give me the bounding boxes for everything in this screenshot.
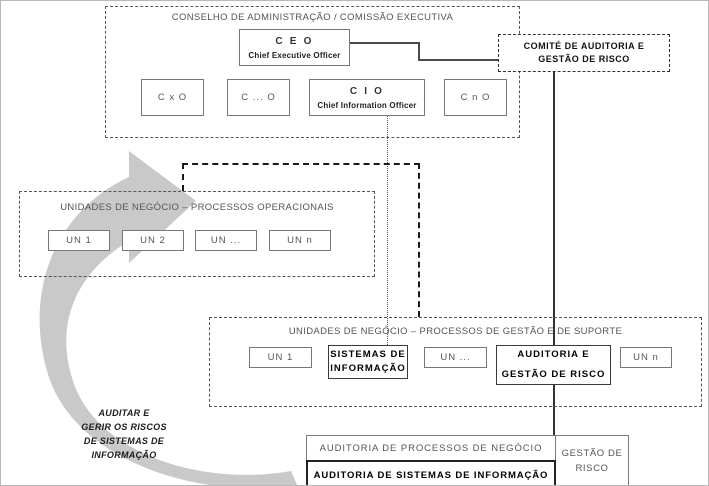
box-cio[interactable]: C I O Chief Information Officer: [309, 79, 425, 116]
cdotso-label: C ... O: [241, 92, 276, 103]
connector-committee-spine: [553, 72, 555, 435]
row-si-label: AUDITORIA DE SISTEMAS DE INFORMAÇÃO: [313, 469, 549, 481]
unx-op-label: UN ...: [210, 235, 242, 246]
box-un-1-suporte[interactable]: UN 1: [249, 347, 312, 368]
box-un-2-operacional[interactable]: UN 2: [122, 230, 184, 251]
un1-op-label: UN 1: [66, 235, 92, 246]
un2-op-label: UN 2: [140, 235, 166, 246]
ceo-title: C E O: [275, 35, 314, 47]
arrow-caption: AUDITAR E GERIR OS RISCOS DE SISTEMAS DE…: [58, 407, 190, 463]
connector-board-bus-horizontal: [182, 163, 420, 165]
ceo-subtitle: Chief Executive Officer: [248, 50, 341, 60]
box-cdotso[interactable]: C ... O: [227, 79, 290, 116]
row-auditoria-sistemas-informacao[interactable]: AUDITORIA DE SISTEMAS DE INFORMAÇÃO: [306, 460, 556, 485]
cxo-label: C x O: [157, 92, 188, 103]
box-un-n-suporte[interactable]: UN n: [620, 347, 672, 368]
box-comite-auditoria[interactable]: COMITÉ DE AUDITORIA E GESTÃO DE RISCO: [498, 34, 670, 72]
arrow-caption-line1: AUDITAR E: [98, 408, 150, 418]
cell-gestao-de-risco[interactable]: GESTÃO DE RISCO: [556, 435, 629, 485]
connector-cio-to-sistemas: [387, 116, 388, 349]
box-cxo[interactable]: C x O: [141, 79, 204, 116]
arrow-caption-line2: GERIR OS RISCOS: [81, 421, 167, 432]
group-conselho-title: CONSELHO DE ADMINISTRAÇÃO / COMISSÃO EXE…: [171, 12, 454, 23]
gestao-line1: GESTÃO DE: [561, 447, 623, 459]
row-negocio-label: AUDITORIA DE PROCESSOS DE NEGÓCIO: [319, 442, 543, 454]
cio-title: C I O: [349, 85, 385, 97]
connector-bus-to-operational: [182, 163, 184, 191]
box-cno[interactable]: C n O: [444, 79, 507, 116]
group-unidades-suporte: [209, 317, 702, 407]
box-un-x-suporte[interactable]: UN ...: [424, 347, 487, 368]
box-ceo[interactable]: C E O Chief Executive Officer: [239, 29, 350, 66]
box-un-n-operacional[interactable]: UN n: [269, 230, 331, 251]
connector-bus-to-support: [418, 163, 420, 317]
comite-line2: GESTÃO DE RISCO: [538, 54, 630, 64]
group-conselho-administracao: [105, 6, 520, 138]
comite-line1: COMITÉ DE AUDITORIA E: [523, 40, 645, 51]
box-un-x-operacional[interactable]: UN ...: [195, 230, 257, 251]
sistemas-line1: SISTEMAS DE: [330, 349, 406, 361]
cio-subtitle: Chief Information Officer: [317, 100, 417, 110]
connector-ceo-to-committee-h1: [350, 42, 420, 44]
arrow-caption-line4: INFORMAÇÃO: [91, 449, 157, 460]
group-operacionais-title: UNIDADES DE NEGÓCIO – PROCESSOS OPERACIO…: [60, 202, 334, 213]
unx-sup-label: UN ...: [440, 352, 471, 363]
gestao-line2: RISCO: [575, 463, 609, 474]
row-auditoria-processos-negocio[interactable]: AUDITORIA DE PROCESSOS DE NEGÓCIO: [307, 436, 555, 460]
unn-op-label: UN n: [287, 235, 313, 246]
unn-sup-label: UN n: [633, 352, 659, 363]
auditoria-line1: AUDITORIA E: [517, 349, 590, 361]
arrow-caption-line3: DE SISTEMAS DE: [83, 435, 165, 446]
connector-ceo-to-committee-h2: [418, 59, 499, 61]
cno-label: C n O: [460, 92, 491, 103]
group-suporte-title: UNIDADES DE NEGÓCIO – PROCESSOS DE GESTÃ…: [288, 326, 623, 337]
auditoria-line2: GESTÃO DE RISCO: [501, 369, 606, 380]
un1-sup-label: UN 1: [267, 352, 294, 363]
box-un-1-operacional[interactable]: UN 1: [48, 230, 110, 251]
sistemas-line2: INFORMAÇÃO: [330, 363, 406, 374]
table-auditoria: AUDITORIA DE PROCESSOS DE NEGÓCIO AUDITO…: [306, 435, 556, 485]
connector-ceo-to-committee-v: [418, 42, 420, 60]
box-auditoria-gestao-risco[interactable]: AUDITORIA E GESTÃO DE RISCO: [496, 345, 611, 385]
group-unidades-operacionais: [19, 191, 375, 277]
box-sistemas-de-informacao[interactable]: SISTEMAS DE INFORMAÇÃO: [328, 345, 408, 379]
